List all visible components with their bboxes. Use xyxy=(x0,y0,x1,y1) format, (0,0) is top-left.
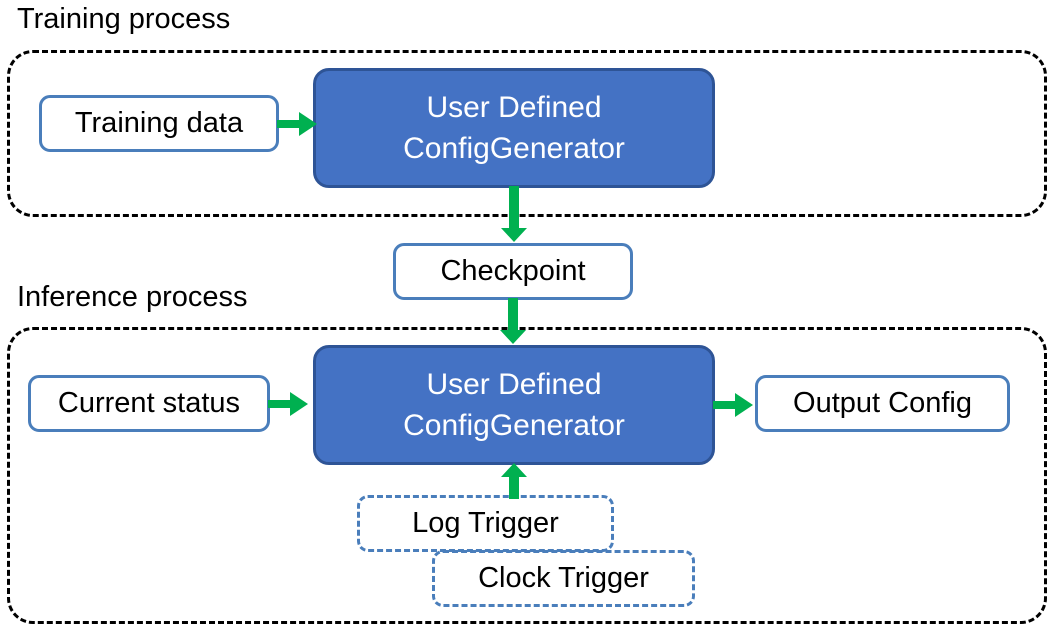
inference-process-container xyxy=(7,327,1047,624)
training-config-generator-line1: User Defined xyxy=(426,90,602,124)
training-process-container xyxy=(7,50,1047,217)
arrow-process-to-output-config xyxy=(713,390,755,420)
arrow-current-status-to-process xyxy=(268,389,310,419)
arrow-checkpoint-to-inference-process xyxy=(498,298,528,346)
output-config-box[interactable]: Output Config xyxy=(755,375,1010,432)
arrow-training-data-to-process xyxy=(277,109,319,139)
training-process-caption: Training process xyxy=(17,3,231,35)
clock-trigger-label: Clock Trigger xyxy=(478,562,649,595)
training-config-generator-box[interactable]: User Defined ConfigGenerator xyxy=(313,68,715,188)
current-status-box[interactable]: Current status xyxy=(28,375,270,432)
current-status-label: Current status xyxy=(57,387,241,420)
checkpoint-box[interactable]: Checkpoint xyxy=(393,243,633,300)
inference-config-generator-line2: ConfigGenerator xyxy=(403,409,625,442)
log-trigger-box[interactable]: Log Trigger xyxy=(357,495,614,552)
log-trigger-label: Log Trigger xyxy=(412,507,559,540)
inference-config-generator-line1: User Defined xyxy=(426,367,602,401)
training-data-box[interactable]: Training data xyxy=(39,95,279,152)
arrow-log-trigger-to-process xyxy=(499,463,529,499)
inference-config-generator-box[interactable]: User Defined ConfigGenerator xyxy=(313,345,715,465)
clock-trigger-box[interactable]: Clock Trigger xyxy=(432,550,695,607)
inference-process-caption: Inference process xyxy=(17,281,248,313)
output-config-label: Output Config xyxy=(793,387,972,420)
training-data-label: Training data xyxy=(74,107,244,140)
training-config-generator-line2: ConfigGenerator xyxy=(403,132,625,165)
checkpoint-label: Checkpoint xyxy=(440,255,586,288)
arrow-training-process-to-checkpoint xyxy=(499,186,529,244)
